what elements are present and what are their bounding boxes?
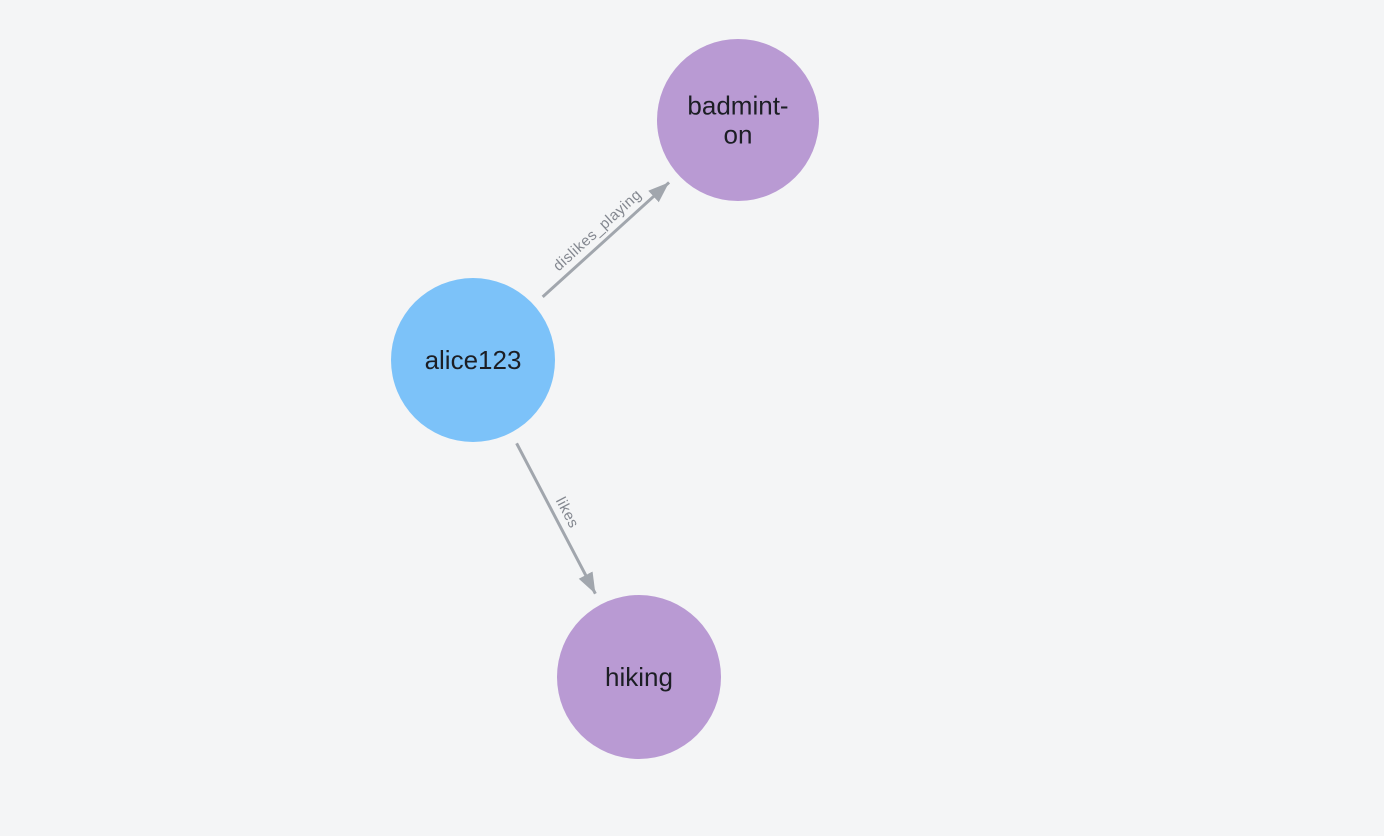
relationship-label-likes: likes: [552, 494, 582, 531]
graph-node-badminton[interactable]: badmint-on: [657, 39, 819, 201]
relationship-likes[interactable]: [515, 442, 597, 595]
node-circle-hiking[interactable]: [557, 595, 721, 759]
relationship-dislikes_playing[interactable]: [541, 181, 671, 299]
graph-node-hiking[interactable]: hiking: [557, 595, 721, 759]
relationship-label-dislikes_playing: dislikes_playing: [550, 186, 645, 275]
node-circle-alice123[interactable]: [391, 278, 555, 442]
node-circle-badminton[interactable]: [657, 39, 819, 201]
graph-node-alice123[interactable]: alice123: [391, 278, 555, 442]
